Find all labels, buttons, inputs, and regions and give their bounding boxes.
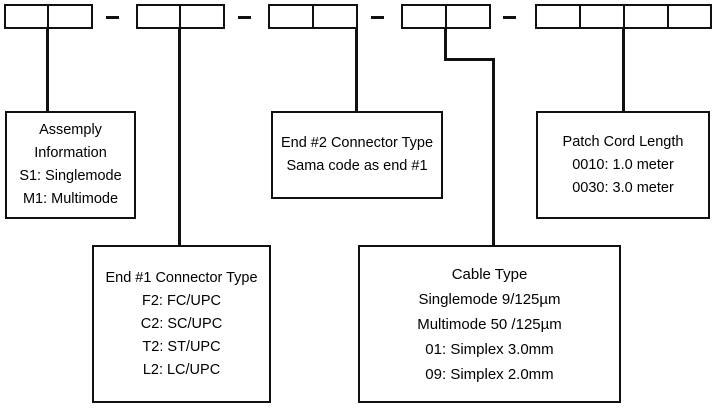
separator-dash — [238, 16, 251, 19]
length-option: 0030: 3.0 meter — [572, 179, 674, 196]
separator-dash — [371, 16, 384, 19]
code-cell — [401, 4, 447, 29]
code-cell — [445, 4, 491, 29]
connector-line-assembly — [46, 29, 49, 111]
code-cell — [47, 4, 93, 29]
code-cell — [136, 4, 181, 29]
patch-cord-length-box: Patch Cord Length 0010: 1.0 meter 0030: … — [536, 111, 710, 219]
assembly-info-box: Assemply Information S1: Singlemode M1: … — [5, 111, 136, 219]
connector-note: Sama code as end #1 — [286, 158, 428, 174]
connector-line-cable — [444, 29, 447, 61]
connector-option: C2: SC/UPC — [140, 315, 223, 332]
code-cell — [535, 4, 581, 29]
assembly-line: Information — [34, 145, 107, 161]
connector-option: L2: LC/UPC — [142, 361, 221, 378]
box-title: Patch Cord Length — [562, 133, 684, 150]
code-cell — [623, 4, 669, 29]
assembly-line: Assemply — [39, 122, 102, 138]
end2-connector-box: End #2 Connector Type Sama code as end #… — [271, 111, 443, 199]
connector-line-cable — [444, 58, 495, 61]
box-title: Cable Type — [451, 265, 528, 283]
connector-line-cable — [492, 58, 495, 245]
cable-option: 09: Simplex 2.0mm — [425, 365, 554, 383]
connector-line-length — [622, 29, 625, 111]
code-cell — [579, 4, 625, 29]
assembly-line: S1: Singlemode — [19, 168, 122, 184]
code-cell — [179, 4, 225, 29]
connector-option: T2: ST/UPC — [142, 338, 221, 355]
cable-option: 01: Simplex 3.0mm — [425, 340, 554, 358]
separator-dash — [503, 16, 516, 19]
connector-option: F2: FC/UPC — [142, 292, 221, 309]
connector-line-end1 — [178, 29, 181, 245]
code-cell — [667, 4, 712, 29]
box-title: End #1 Connector Type — [105, 269, 258, 286]
separator-dash — [106, 16, 119, 19]
cable-option: Multimode 50 /125µm — [417, 315, 562, 333]
cable-option: Singlemode 9/125µm — [418, 290, 561, 308]
code-cell — [312, 4, 358, 29]
code-cell — [268, 4, 314, 29]
box-title: End #2 Connector Type — [280, 135, 434, 151]
code-cell — [4, 4, 49, 29]
length-option: 0010: 1.0 meter — [572, 156, 674, 173]
assembly-line: M1: Multimode — [22, 191, 119, 207]
connector-line-end2 — [355, 29, 358, 111]
cable-type-box: Cable Type Singlemode 9/125µm Multimode … — [358, 245, 621, 403]
end1-connector-box: End #1 Connector Type F2: FC/UPC C2: SC/… — [92, 245, 271, 403]
